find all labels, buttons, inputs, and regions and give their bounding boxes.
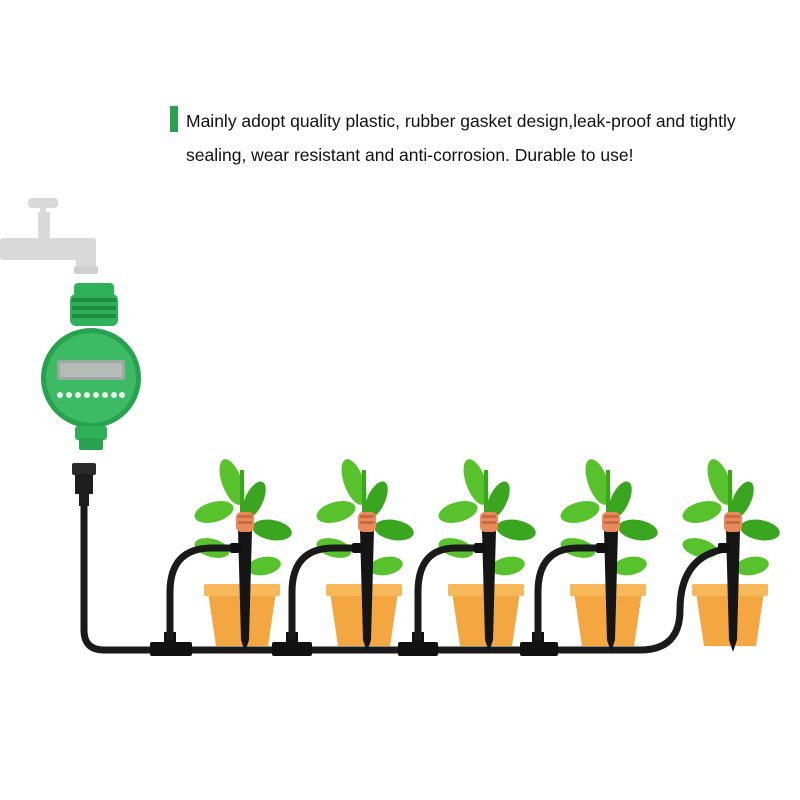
caption-text: Mainly adopt quality plastic, rubber gas… (186, 111, 736, 165)
tube-connector (474, 543, 486, 553)
plant-units (166, 459, 780, 654)
caption-block: Mainly adopt quality plastic, rubber gas… (170, 104, 780, 172)
dripper-stake-icon (602, 512, 620, 652)
branch-tube (166, 544, 240, 642)
tube-connector (230, 543, 242, 553)
branch-tube (636, 546, 724, 654)
plant-unit (534, 459, 658, 652)
branch-tube (288, 544, 362, 642)
dripper-stake-icon (358, 512, 376, 652)
plant-unit (636, 459, 780, 654)
faucet-icon (0, 198, 98, 274)
plant-unit (166, 459, 292, 652)
caption-accent-bar (170, 106, 178, 132)
water-timer-icon (41, 283, 141, 506)
dripper-stake-icon (236, 512, 254, 652)
tube-connector (596, 543, 608, 553)
tube-connector (352, 543, 364, 553)
main-tube (80, 502, 644, 654)
tee-connectors (150, 632, 558, 656)
dripper-stake-icon (724, 512, 742, 652)
plant-unit (288, 459, 414, 652)
plant-unit (414, 459, 536, 652)
branch-tube (414, 544, 484, 642)
dripper-stake-icon (480, 512, 498, 652)
branch-tube (534, 544, 606, 642)
tube-connector (718, 543, 730, 553)
